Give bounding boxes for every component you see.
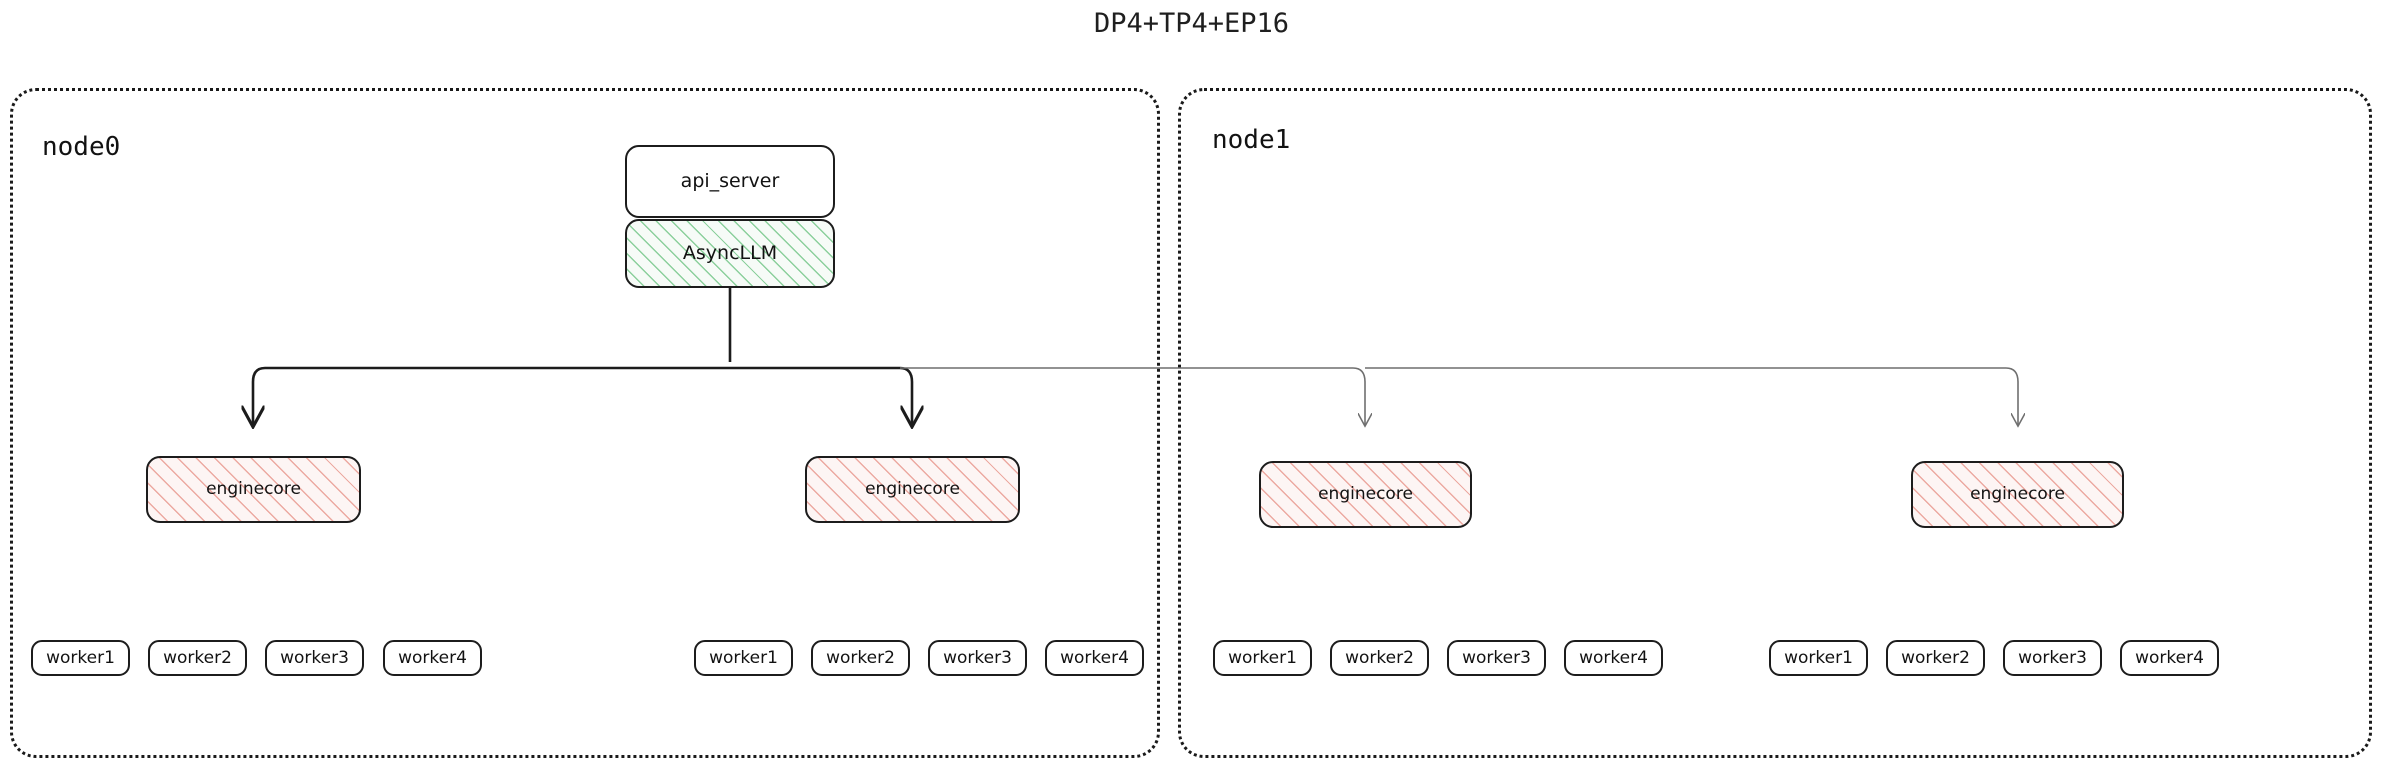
worker-node1-0-3[interactable]: worker3 xyxy=(1447,640,1546,676)
worker-node1-1-2[interactable]: worker2 xyxy=(1886,640,1985,676)
worker-label: worker2 xyxy=(1345,648,1414,668)
worker-node0-0-1[interactable]: worker1 xyxy=(31,640,130,676)
worker-label: worker1 xyxy=(709,648,778,668)
box-enginecore-node0-1[interactable]: enginecore xyxy=(805,456,1020,523)
worker-label: worker4 xyxy=(1060,648,1129,668)
worker-node0-1-1[interactable]: worker1 xyxy=(694,640,793,676)
worker-label: worker2 xyxy=(826,648,895,668)
worker-label: worker2 xyxy=(163,648,232,668)
box-enginecore-node0-0-label: enginecore xyxy=(206,479,301,499)
worker-node0-0-3[interactable]: worker3 xyxy=(265,640,364,676)
box-enginecore-node1-0-label: enginecore xyxy=(1318,484,1413,504)
box-enginecore-node1-0[interactable]: enginecore xyxy=(1259,461,1472,528)
worker-node0-0-4[interactable]: worker4 xyxy=(383,640,482,676)
worker-label: worker4 xyxy=(398,648,467,668)
worker-node1-1-1[interactable]: worker1 xyxy=(1769,640,1868,676)
worker-node1-1-3[interactable]: worker3 xyxy=(2003,640,2102,676)
box-api-server-label: api_server xyxy=(680,170,780,192)
worker-node1-1-4[interactable]: worker4 xyxy=(2120,640,2219,676)
node-label-node0: node0 xyxy=(42,132,121,162)
worker-label: worker3 xyxy=(943,648,1012,668)
worker-label: worker1 xyxy=(46,648,115,668)
box-enginecore-node1-1-label: enginecore xyxy=(1970,484,2065,504)
worker-label: worker4 xyxy=(1579,648,1648,668)
worker-label: worker3 xyxy=(2018,648,2087,668)
worker-label: worker3 xyxy=(280,648,349,668)
worker-node1-0-1[interactable]: worker1 xyxy=(1213,640,1312,676)
box-asyncllm[interactable]: AsyncLLM xyxy=(625,219,835,288)
worker-label: worker3 xyxy=(1462,648,1531,668)
box-api-server[interactable]: api_server xyxy=(625,145,835,218)
worker-node1-0-4[interactable]: worker4 xyxy=(1564,640,1663,676)
worker-node0-1-4[interactable]: worker4 xyxy=(1045,640,1144,676)
box-enginecore-node0-0[interactable]: enginecore xyxy=(146,456,361,523)
diagram-title: DP4+TP4+EP16 xyxy=(1093,8,1290,39)
box-enginecore-node1-1[interactable]: enginecore xyxy=(1911,461,2124,528)
box-enginecore-node0-1-label: enginecore xyxy=(865,479,960,499)
node-label-node1: node1 xyxy=(1212,125,1291,155)
worker-label: worker1 xyxy=(1228,648,1297,668)
worker-label: worker4 xyxy=(2135,648,2204,668)
worker-label: worker2 xyxy=(1901,648,1970,668)
worker-node1-0-2[interactable]: worker2 xyxy=(1330,640,1429,676)
worker-node0-0-2[interactable]: worker2 xyxy=(148,640,247,676)
worker-node0-1-2[interactable]: worker2 xyxy=(811,640,910,676)
box-asyncllm-label: AsyncLLM xyxy=(682,242,778,264)
worker-node0-1-3[interactable]: worker3 xyxy=(928,640,1027,676)
worker-label: worker1 xyxy=(1784,648,1853,668)
